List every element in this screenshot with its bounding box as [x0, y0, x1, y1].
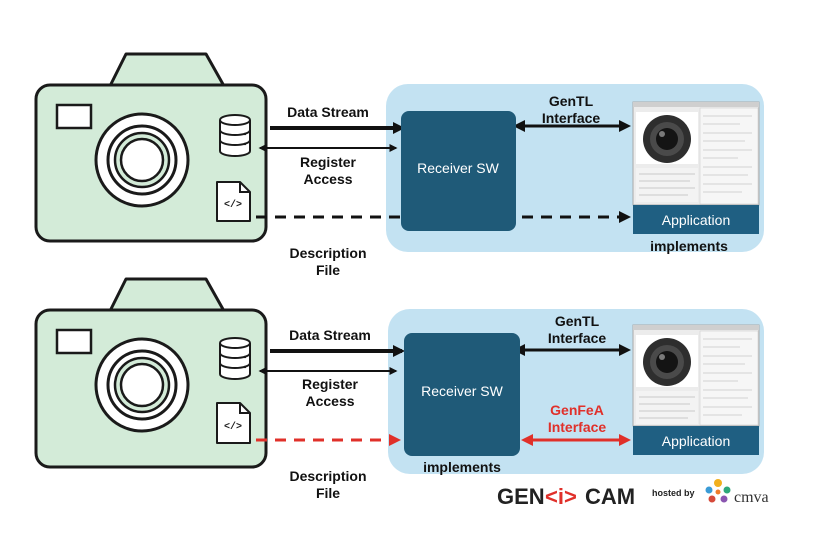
gentl-label-1: GenTL [555, 313, 600, 329]
database-icon [219, 337, 251, 380]
svg-text:</>: </> [224, 421, 242, 433]
register-label-2: Access [305, 393, 354, 409]
svg-text:</>: </> [224, 199, 242, 211]
gentl-label-1: GenTL [549, 93, 594, 109]
database-icon [219, 114, 251, 157]
receiver-box [401, 111, 516, 231]
code-file-icon: </> [216, 181, 251, 222]
data-stream-label: Data Stream [289, 327, 371, 343]
application-label: Application [662, 433, 731, 449]
code-file-icon: </> [216, 402, 251, 444]
app-screenshot-icon [632, 324, 760, 427]
description-label-2: File [316, 485, 340, 501]
description-label-2: File [316, 262, 340, 278]
data-stream-label: Data Stream [287, 104, 369, 120]
cmva-label: cmva [734, 489, 769, 506]
camera-icon [34, 277, 268, 469]
implements-label: implements [423, 459, 501, 475]
genicam-logo: GEN <i> CAM hosted by cmva [497, 479, 769, 509]
gentl-label-2: Interface [548, 330, 607, 346]
top-diagram: </> Receiver SW [34, 52, 764, 278]
register-label-1: Register [302, 376, 359, 392]
genfea-label-1: GenFeA [550, 402, 604, 418]
register-label-2: Access [303, 171, 352, 187]
camera-icon [34, 52, 268, 243]
description-label-1: Description [289, 468, 366, 484]
application-box [633, 205, 759, 234]
logo-cam: CAM [585, 484, 635, 509]
application-box [633, 426, 759, 455]
receiver-label: Receiver SW [421, 383, 503, 399]
app-screenshot-icon [632, 101, 760, 206]
description-label-1: Description [289, 245, 366, 261]
logo-gen: GEN [497, 484, 545, 509]
gentl-label-2: Interface [542, 110, 601, 126]
cmva-logo-icon [705, 479, 731, 503]
receiver-label: Receiver SW [417, 160, 499, 176]
bottom-diagram: </> Receiver SW [34, 277, 764, 501]
register-label-1: Register [300, 154, 357, 170]
implements-label: implements [650, 238, 728, 254]
application-label: Application [662, 212, 731, 228]
logo-bracket: <i> [545, 484, 577, 509]
hosted-by-label: hosted by [652, 488, 695, 498]
genfea-label-2: Interface [548, 419, 607, 435]
receiver-box [404, 333, 520, 456]
